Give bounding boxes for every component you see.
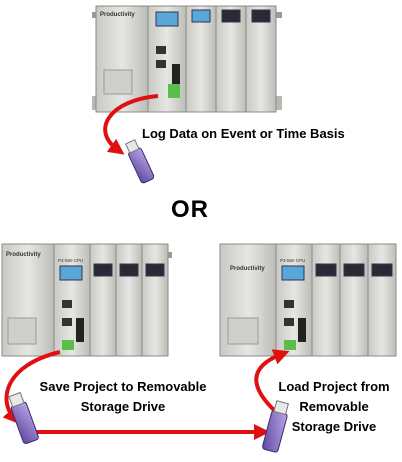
left-rack-io-module-2: [115, 243, 143, 357]
save-project-label: Save Project to Removable Storage Drive: [39, 379, 207, 414]
bottom-left-plc-rack: Productivity P3-550 CPU: [1, 243, 172, 357]
left-cpu-label: P3-550 CPU: [58, 258, 83, 263]
right-cpu-label: P3-550 CPU: [280, 258, 305, 263]
top-plc-rack: Productivity: [92, 5, 282, 113]
top-rack-brand: Productivity: [100, 12, 135, 18]
top-rack-io-module-3: [245, 5, 277, 113]
bottom-right-plc-rack: Productivity P3-550 CPU: [219, 243, 397, 357]
left-rack-brand: Productivity: [6, 252, 41, 258]
or-separator: OR: [171, 196, 209, 223]
top-usb-drive: [125, 139, 155, 184]
load-project-label: Load Project from Removable Storage Driv…: [278, 379, 390, 434]
log-data-label: Log Data on Event or Time Basis: [142, 126, 345, 141]
top-cpu-screen: [155, 11, 179, 27]
right-rack-brand: Productivity: [230, 266, 265, 272]
right-rack-io-module-3: [367, 243, 397, 357]
left-rack-io-module-3: [141, 243, 169, 357]
right-usb-drive: [262, 400, 289, 453]
left-cpu-screen: [59, 265, 83, 281]
left-usb-drive: [8, 391, 39, 444]
right-rack-io-module-2: [339, 243, 369, 357]
right-rack-io-module-1: [311, 243, 341, 357]
load-project-arrow: [254, 349, 290, 414]
top-rack-io-module-2: [215, 5, 247, 113]
top-rack-base-module: [95, 5, 149, 113]
save-project-arrow: [2, 350, 61, 424]
right-cpu-screen: [281, 265, 305, 281]
log-data-arrow: [103, 94, 159, 155]
left-rack-io-module-1: [89, 243, 117, 357]
